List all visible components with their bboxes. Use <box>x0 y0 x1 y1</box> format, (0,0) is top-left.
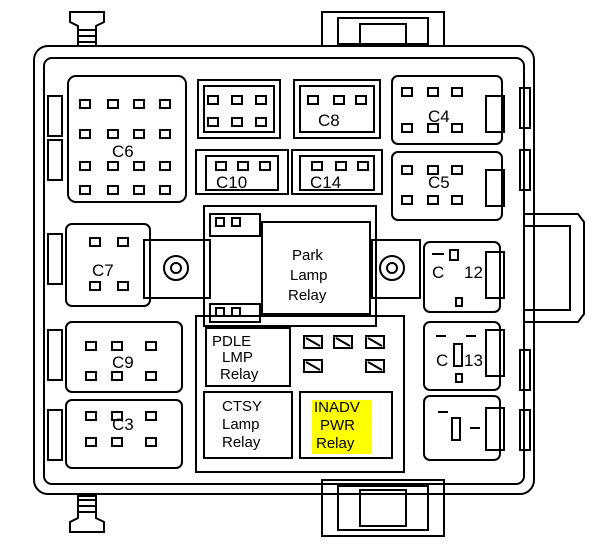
latch-bottom <box>321 479 445 537</box>
label-c13-prefix: C <box>436 351 448 370</box>
ctsy-relay-line2: Lamp <box>222 416 260 433</box>
label-c8: C8 <box>318 111 340 130</box>
inadv-highlight <box>312 400 372 454</box>
connector-c10 <box>195 149 289 195</box>
park-relay-line3: Relay <box>288 287 327 304</box>
pdle-relay-line2: LMP <box>222 349 253 366</box>
connector-c14 <box>291 149 383 195</box>
relay-park-lamp <box>261 221 371 315</box>
mount-post-top <box>69 11 105 47</box>
label-c4: C4 <box>428 107 450 126</box>
park-relay-line1: Park <box>292 247 323 264</box>
connector-c12 <box>423 241 505 313</box>
inadv-relay-line3: Relay <box>316 435 355 452</box>
label-c7: C7 <box>92 261 114 280</box>
connector-c6 <box>67 75 187 203</box>
label-c6: C6 <box>112 142 134 161</box>
connector-bottom-right <box>423 395 505 461</box>
label-c10: C10 <box>216 173 247 192</box>
mount-post-bottom <box>69 495 105 533</box>
park-relay-line2: Lamp <box>290 267 328 284</box>
relay-inadv-pwr <box>299 391 393 459</box>
ctsy-relay-line1: CTSY <box>222 398 262 415</box>
pdle-relay-line3: Relay <box>220 366 259 383</box>
inadv-relay-line2: PWR <box>320 417 355 434</box>
connector-c3 <box>65 399 183 469</box>
connector-c4 <box>391 75 505 145</box>
label-c12-prefix: C <box>432 263 444 282</box>
connector-c9 <box>65 321 183 393</box>
relay-ctsy-lamp <box>203 391 293 459</box>
label-c5: C5 <box>428 173 450 192</box>
pdle-relay-line1: PDLE <box>212 333 251 350</box>
housing-inner <box>43 57 525 485</box>
label-c9: C9 <box>112 353 134 372</box>
inadv-relay-line1: INADV <box>314 399 360 416</box>
lower-relay-area <box>195 315 405 473</box>
connector-c8 <box>197 79 381 139</box>
connector-c7 <box>65 223 151 307</box>
latch-right <box>524 213 585 323</box>
labels: C6 C8 C10 C14 C4 C5 C7 C9 C3 C 12 C 13 P… <box>92 107 483 452</box>
label-c12-num: 12 <box>464 263 483 282</box>
relay-pdle-lmp <box>205 327 291 387</box>
label-c14: C14 <box>310 173 341 192</box>
mini-fuse-slots <box>303 335 385 373</box>
label-c13-num: 13 <box>464 351 483 370</box>
connector-c5 <box>391 151 505 221</box>
label-c3: C3 <box>112 415 134 434</box>
ctsy-relay-line3: Relay <box>222 434 261 451</box>
latch-top <box>321 11 445 47</box>
connector-c13 <box>423 321 505 391</box>
park-relay-bracket <box>143 205 421 327</box>
housing-outer <box>33 45 535 495</box>
